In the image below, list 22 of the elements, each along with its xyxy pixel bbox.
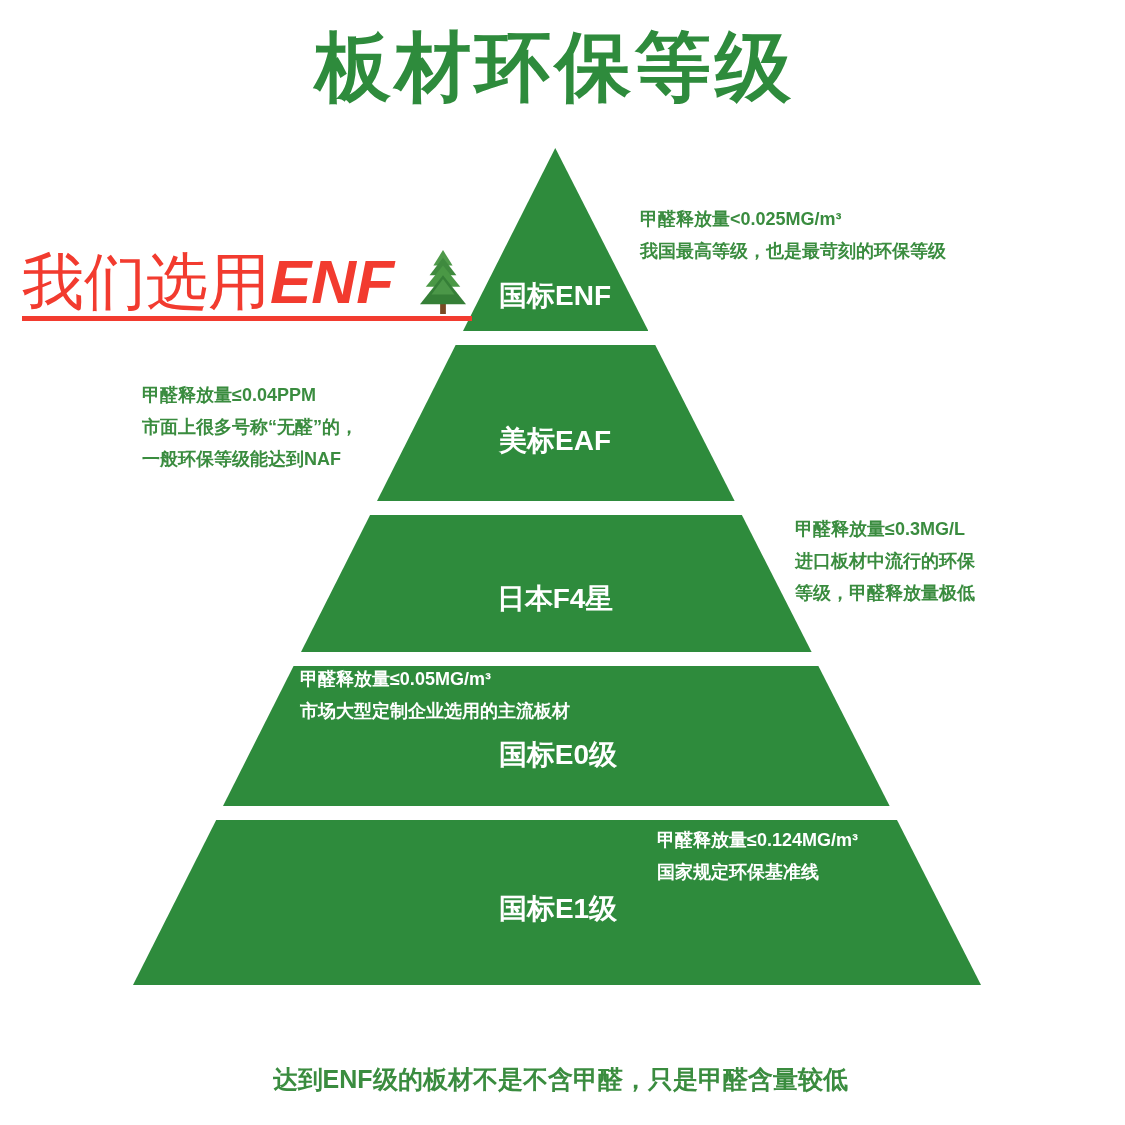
pyramid-tier bbox=[377, 345, 735, 501]
tier-note: 甲醛释放量<0.025MG/m³ bbox=[640, 208, 842, 231]
tier-description: 市场大型定制企业选用的主流板材 bbox=[300, 700, 570, 723]
footnote: 达到ENF级的板材不是不含甲醛，只是甲醛含量较低 bbox=[271, 1064, 849, 1095]
pyramid-tier bbox=[223, 666, 890, 806]
tier-note: 甲醛释放量≤0.04PPM bbox=[142, 384, 316, 407]
tier-name: 国标E1级 bbox=[498, 892, 618, 926]
title: 板材环保等级 bbox=[312, 23, 796, 111]
tier-note: 甲醛释放量≤0.3MG/L bbox=[795, 518, 965, 541]
tier-description: 国家规定环保基准线 bbox=[657, 861, 819, 884]
tier-description: 甲醛释放量≤0.05MG/m³ bbox=[300, 668, 491, 691]
tier-note: 我国最高等级，也是最苛刻的环保等级 bbox=[640, 240, 946, 263]
tier-name: 日本F4星 bbox=[496, 582, 614, 616]
highlight-label: 我们选用ENF bbox=[22, 250, 394, 314]
tier-name: 美标EAF bbox=[499, 424, 611, 458]
pyramid-tier bbox=[133, 820, 981, 985]
tier-name: 国标ENF bbox=[499, 279, 611, 313]
pyramid-tier bbox=[300, 515, 812, 652]
tier-note: 市面上很多号称“无醛”的，一般环保等级能达到NAF bbox=[142, 416, 359, 471]
tier-note: 进口板材中流行的环保等级，甲醛释放量极低 bbox=[795, 550, 976, 605]
tier-description: 甲醛释放量≤0.124MG/m³ bbox=[657, 829, 858, 852]
tier-name: 国标E0级 bbox=[498, 738, 618, 772]
